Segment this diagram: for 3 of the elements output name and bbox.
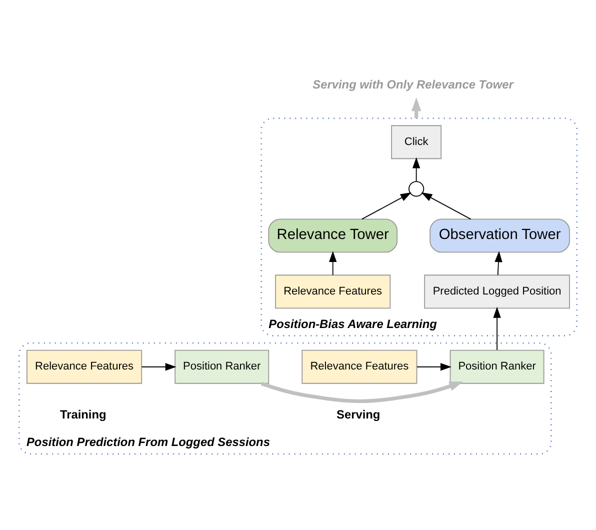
node-label: Serving [336,407,380,422]
node-label: Training [60,407,106,422]
node-text: Serving with Only Relevance Tower [312,76,514,91]
